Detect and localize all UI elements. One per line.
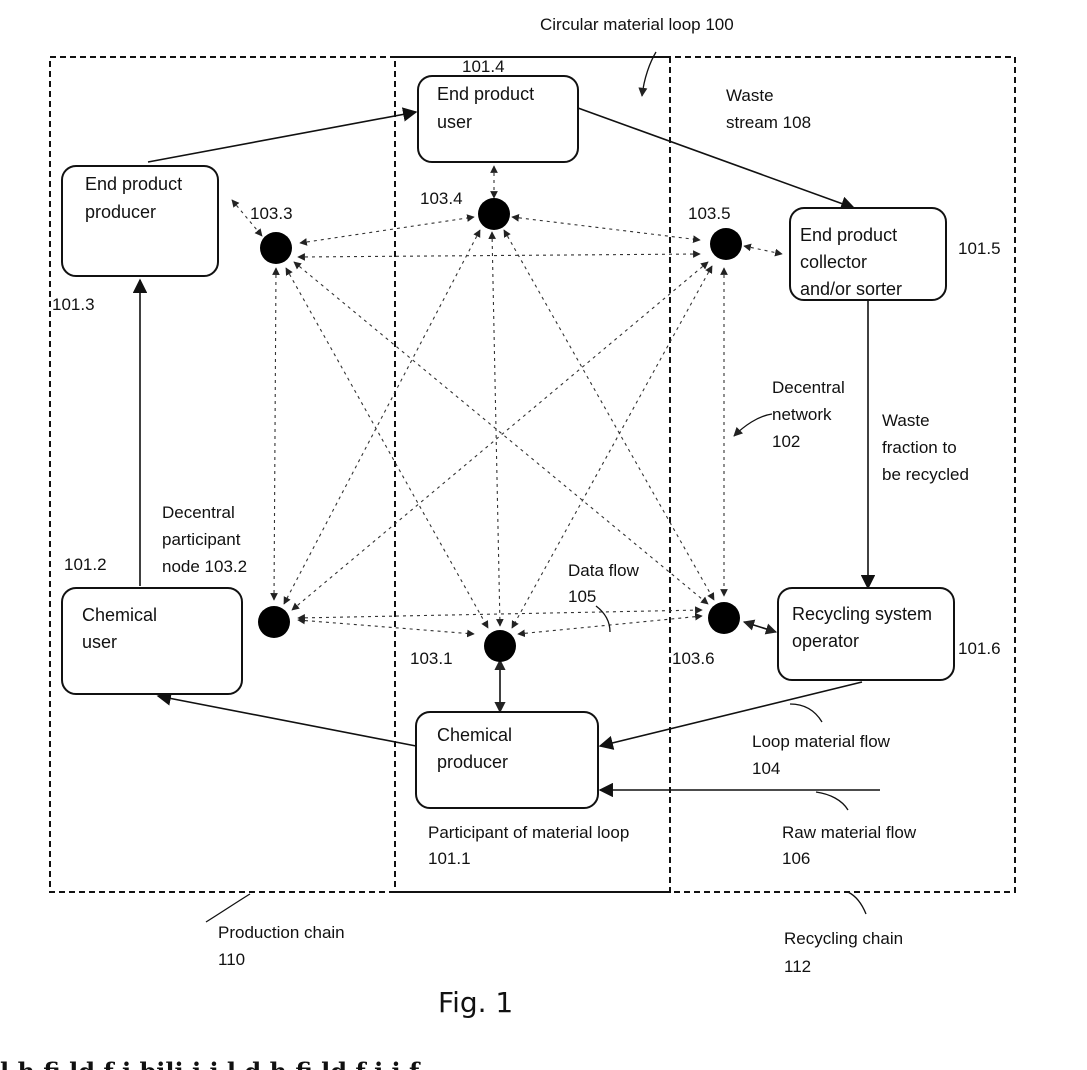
label-line1: Loop material flow [752, 732, 891, 751]
id-label-101-3: 101.3 [52, 295, 95, 314]
node-label-103-3: 103.3 [250, 204, 293, 223]
participant-label-line1: End product [800, 225, 897, 245]
participant-label-line3: and/or sorter [800, 279, 902, 299]
participant-end-product-user: End product user [418, 76, 578, 162]
label-line1: Decentral [772, 378, 845, 397]
participant-label-line2: user [437, 112, 472, 132]
participant-label-line2: collector [800, 252, 867, 272]
participant-of-loop-label: Participant of material loop 101.1 [428, 823, 629, 868]
figure-caption: Fig. 1 [438, 986, 513, 1019]
label-line2: 105 [568, 587, 596, 606]
participant-label-line2: user [82, 632, 117, 652]
id-label-101-2: 101.2 [64, 555, 107, 574]
label-line1: Participant of material loop [428, 823, 629, 842]
node-label-103-1: 103.1 [410, 649, 453, 668]
participant-end-product-producer: End product producer [62, 166, 218, 276]
id-label-101-4: 101.4 [462, 57, 505, 76]
node-label-line1: Decentral [162, 503, 235, 522]
label-line3: 102 [772, 432, 800, 451]
node-label-103-4: 103.4 [420, 189, 463, 208]
circular-loop-label: Circular material loop 100 [540, 15, 734, 34]
label-line2: network [772, 405, 832, 424]
label-line2: 104 [752, 759, 780, 778]
node-103-3 [260, 232, 292, 264]
recycling-chain-label: Recycling chain 112 [784, 929, 903, 976]
data-flow-network [274, 217, 724, 634]
participant-chemical-user: Chemical user [62, 588, 242, 694]
waste-stream-label: Waste stream 108 [726, 86, 811, 132]
node-label-103-5: 103.5 [688, 204, 731, 223]
node-label-103-2: Decentral participant node 103.2 [162, 503, 247, 576]
participant-label-line1: End product [437, 84, 534, 104]
loop-material-flow-label: Loop material flow 104 [752, 732, 891, 778]
participant-label-line1: End product [85, 174, 182, 194]
node-label-line2: participant [162, 530, 241, 549]
label-line2: 110 [218, 950, 245, 969]
participant-chemical-producer: Chemical producer [416, 712, 598, 808]
data-flow-label: Data flow 105 [568, 561, 640, 606]
node-103-1 [484, 630, 516, 662]
label-line1: Waste [726, 86, 774, 105]
node-103-4 [478, 198, 510, 230]
label-line2: stream 108 [726, 113, 811, 132]
label-line2: 106 [782, 849, 810, 868]
participant-label-line1: Recycling system [792, 604, 932, 624]
decentral-network-label: Decentral network 102 [772, 378, 845, 451]
label-line1: Production chain [218, 923, 345, 942]
node-label-line3: node 103.2 [162, 557, 247, 576]
id-label-101-6: 101.6 [958, 639, 1001, 658]
node-label-103-6: 103.6 [672, 649, 715, 668]
node-103-2 [258, 606, 290, 638]
participant-label-line2: producer [85, 202, 156, 222]
label-line1: Recycling chain [784, 929, 903, 948]
participant-label-line2: producer [437, 752, 508, 772]
participant-end-product-collector: End product collector and/or sorter [790, 208, 946, 300]
id-label-101-5: 101.5 [958, 239, 1001, 258]
node-participant-links [232, 166, 782, 712]
label-line2: fraction to [882, 438, 957, 457]
label-line1: Waste [882, 411, 930, 430]
node-103-6 [708, 602, 740, 634]
label-line1: Raw material flow [782, 823, 917, 842]
cut-off-body-text: l h fi ld f i bili i i l d h fi ld f i i… [0, 1057, 421, 1070]
label-line2: 112 [784, 957, 811, 976]
label-line2: 101.1 [428, 849, 471, 868]
waste-fraction-label: Waste fraction to be recycled [882, 411, 969, 484]
participant-label-line2: operator [792, 631, 859, 651]
production-chain-label: Production chain 110 [218, 923, 345, 969]
participant-label-line1: Chemical [82, 605, 157, 625]
raw-material-flow-label: Raw material flow 106 [782, 823, 917, 868]
node-103-5 [710, 228, 742, 260]
label-line3: be recycled [882, 465, 969, 484]
label-line1: Data flow [568, 561, 640, 580]
participant-recycling-system-operator: Recycling system operator [778, 588, 954, 680]
participant-label-line1: Chemical [437, 725, 512, 745]
